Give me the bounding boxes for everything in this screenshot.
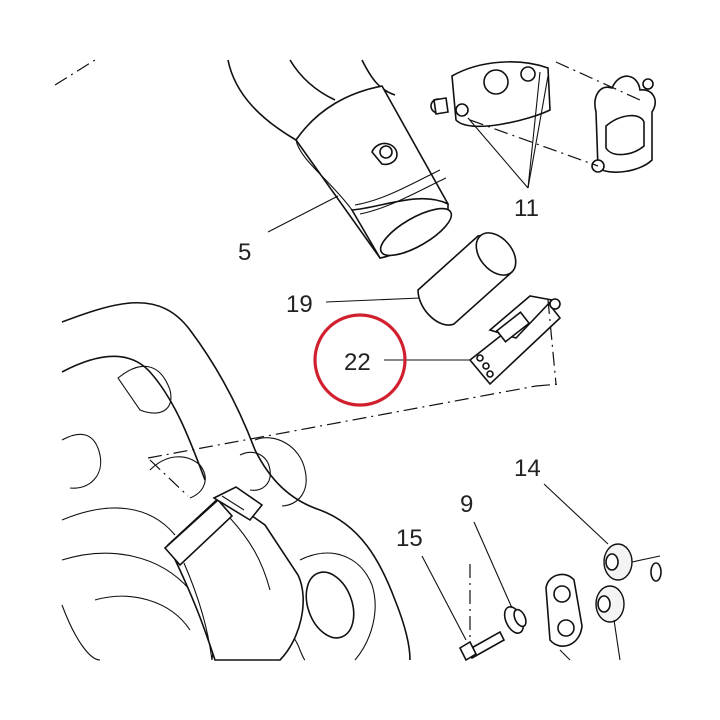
leader-15 [421,555,467,641]
leader-11c [527,75,549,189]
clamp [468,295,562,386]
callout-14: 14 [514,455,541,482]
hardware-parts [458,543,662,662]
callout-5: 5 [238,239,251,266]
leader-19 [325,297,421,303]
callout-9: 9 [460,491,473,518]
leader-9 [473,521,513,609]
assembly-centerlines [54,59,641,640]
exhaust-flange-gaskets [430,61,656,173]
callout-15: 15 [396,525,423,552]
sleeve [417,232,517,326]
leader-5 [267,195,339,233]
callout-19: 19 [286,291,313,318]
leader-11a [527,71,541,189]
leader-11b [467,117,529,189]
callout-22: 22 [344,349,371,376]
header-pipe [227,59,453,259]
muffler-outlet-pipe [163,486,355,661]
highlight-circle [313,313,407,407]
callout-11: 11 [514,195,539,222]
leader-lines [267,71,609,641]
leader-14 [543,483,609,545]
